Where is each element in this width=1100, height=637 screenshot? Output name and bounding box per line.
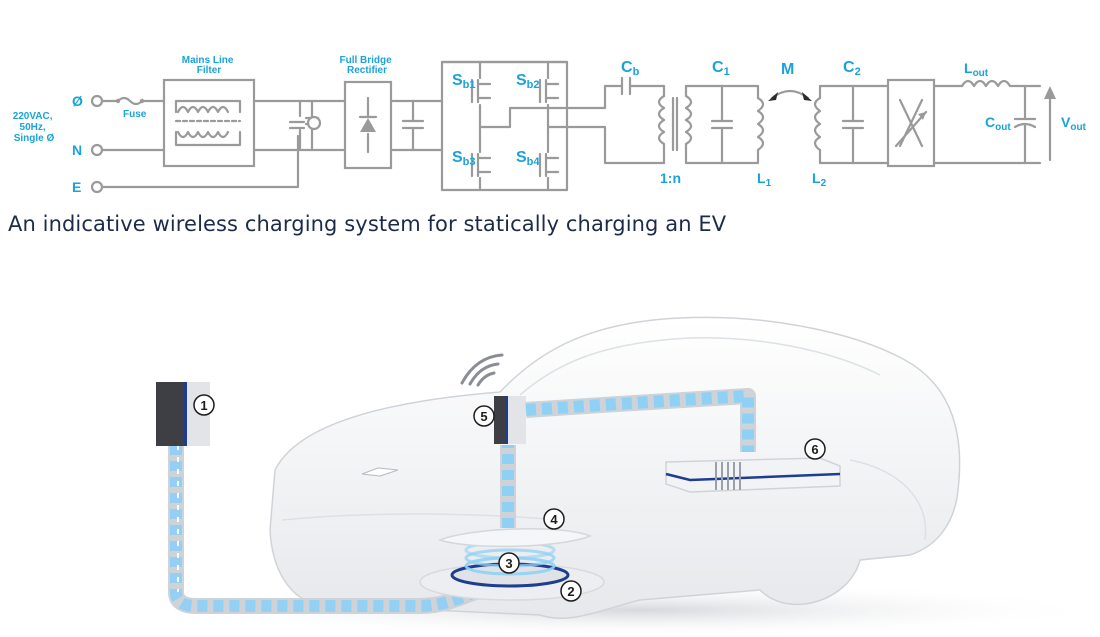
marker-6: 6: [804, 438, 826, 460]
rectifier-label: Full Bridge Rectifier: [339, 55, 394, 76]
svg-text:Ø: Ø: [72, 93, 83, 109]
fuse: Fuse: [100, 96, 166, 120]
transformer: [657, 84, 693, 165]
terminal-earth: E: [72, 179, 104, 195]
full-bridge-rectifier: [343, 80, 393, 170]
electric-vehicle: [269, 316, 961, 619]
wall-power-supply: [156, 382, 210, 446]
svg-text:6: 6: [811, 442, 818, 457]
y-capacitor: [288, 99, 322, 152]
mutual-label: M: [781, 61, 794, 78]
output-capacitor: [1013, 84, 1037, 165]
battery-pack: [665, 457, 841, 493]
marker-5: 5: [473, 405, 495, 427]
l1-label: L1: [757, 170, 772, 189]
terminal-neutral: N: [72, 142, 104, 158]
output-rectifier: [886, 78, 936, 168]
vout-label: Vout: [1061, 114, 1087, 133]
source-voltage-label: 220VAC, 50Hz, Single Ø: [13, 111, 56, 144]
car-logo-icon: [361, 467, 399, 477]
switch-sb2-label: Sb2: [516, 72, 540, 91]
h-bridge-inverter: [440, 60, 569, 192]
dc-link-capacitor: [401, 99, 425, 152]
l2-label: L2: [812, 170, 827, 189]
output-voltage-arrow: [1044, 86, 1056, 162]
svg-text:3: 3: [505, 556, 512, 571]
switch-sb3-label: Sb3: [452, 149, 476, 168]
svg-text:2: 2: [567, 584, 574, 599]
marker-3: 3: [498, 552, 520, 574]
svg-text:N: N: [72, 142, 82, 158]
vehicle-rectifier-module: [494, 396, 526, 444]
coil-l2: [813, 96, 822, 152]
cb-label: Cb: [621, 59, 640, 78]
terminal-line: Ø: [72, 93, 104, 109]
energy-flow-cable: [168, 445, 503, 614]
capacitor-c1: [710, 84, 734, 165]
svg-text:E: E: [72, 179, 81, 195]
svg-text:Fuse: Fuse: [123, 109, 147, 120]
figure-caption: An indicative wireless charging system f…: [8, 212, 727, 236]
coil-l1: [756, 96, 765, 152]
c2-label: C2: [843, 59, 861, 78]
ground-transmitter-pad: [419, 562, 605, 601]
capacitor-c2: [841, 84, 865, 165]
lout-label: Lout: [964, 60, 989, 79]
switch-sb4-label: Sb4: [516, 149, 540, 168]
mutual-coupling-arrow: [768, 89, 812, 101]
cout-label: Cout: [985, 114, 1011, 133]
wireless-signal-icon: [460, 353, 504, 387]
marker-4: 4: [543, 508, 565, 530]
ratio-label: 1:n: [660, 170, 681, 186]
svg-text:4: 4: [550, 512, 558, 527]
c1-label: C1: [712, 59, 730, 78]
energy-flow-battery: [525, 388, 756, 452]
svg-text:5: 5: [480, 409, 487, 424]
svg-text:1: 1: [200, 398, 207, 413]
vehicle-receiver-pad: [437, 528, 593, 548]
blocking-capacitor-cb: [620, 76, 666, 98]
marker-2: 2: [560, 580, 582, 602]
ev-charging-illustration: 1 2 3 4 5 6: [156, 316, 1100, 637]
mains-line-filter: [162, 78, 256, 168]
output-inductor: [960, 79, 1042, 88]
switch-sb1-label: Sb1: [452, 72, 476, 91]
marker-1: 1: [193, 394, 215, 416]
filter-label: Mains Line Filter: [182, 55, 236, 76]
circuit-schematic: 220VAC, 50Hz, Single Ø Ø N E Fuse Mains …: [13, 55, 1087, 195]
